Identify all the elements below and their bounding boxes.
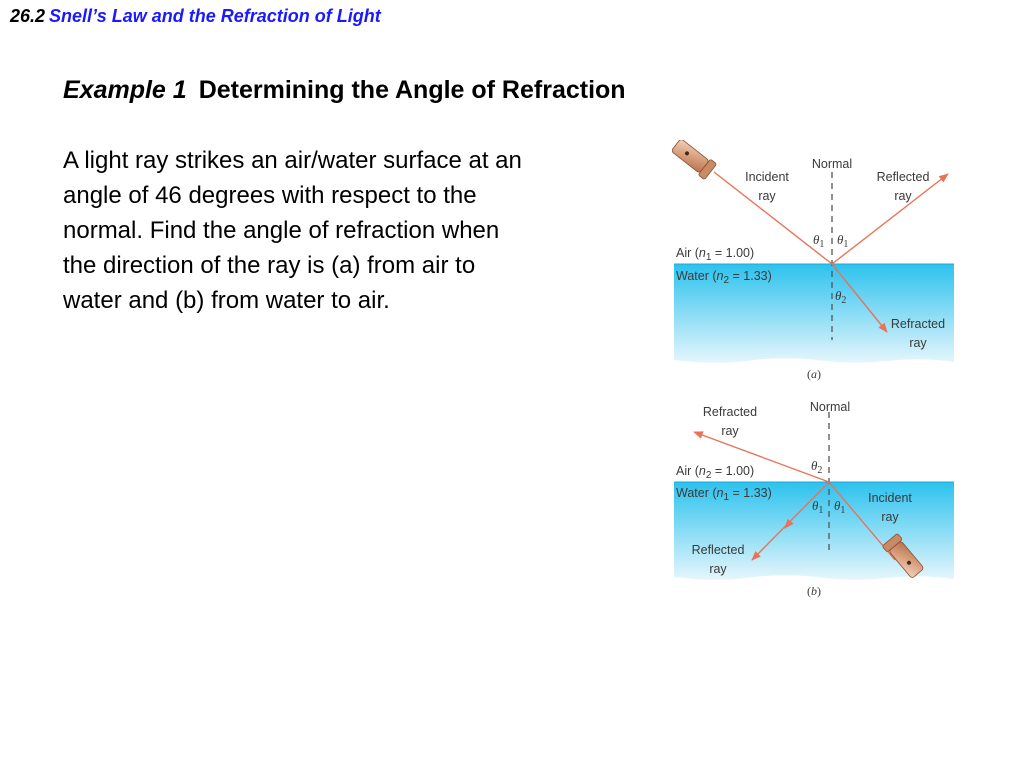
- incident-label-a: ray: [758, 189, 776, 203]
- theta-1-left-b: θ1: [812, 498, 823, 516]
- theta-2-b: θ2: [811, 458, 822, 476]
- theta-2-a: θ2: [835, 288, 846, 306]
- incident-ray-a: [713, 171, 833, 265]
- flashlight-icon: [671, 139, 717, 180]
- water-label-a: Water (n2 = 1.33): [676, 269, 772, 286]
- reflected-label-a: ray: [894, 189, 912, 203]
- theta-1-right-b: θ1: [834, 498, 845, 516]
- reflected-ray-a: [831, 173, 949, 265]
- water-region-a: [674, 264, 954, 363]
- caption-b: (b): [807, 584, 821, 598]
- incident-label-a: Incident: [745, 170, 789, 184]
- problem-line: water and (b) from water to air.: [63, 287, 390, 314]
- example-heading: Example 1 Determining the Angle of Refrac…: [63, 76, 626, 105]
- flashlight-icon: [882, 533, 924, 578]
- reflected-label-a: Reflected: [877, 170, 930, 184]
- refracted-label-a: ray: [909, 336, 927, 350]
- refraction-figure: Normal Incident ray Reflected ray Air (n…: [671, 139, 962, 610]
- figure-b: Normal Refracted ray Air (n2 = 1.00) Wat…: [674, 400, 954, 598]
- section-title: Snell’s Law and the Refraction of Light: [49, 6, 381, 26]
- refraction-diagram: Normal Incident ray Reflected ray Air (n…: [671, 139, 954, 598]
- refracted-ray-a: [831, 263, 888, 333]
- reflected-label-b: Reflected: [692, 543, 745, 557]
- problem-line: A light ray strikes an air/water surface…: [63, 147, 522, 174]
- theta-1-right-a: θ1: [837, 232, 848, 250]
- example-title: Determining the Angle of Refraction: [198, 76, 626, 104]
- normal-label-b: Normal: [810, 400, 850, 414]
- problem-line: the direction of the ray is (a) from air…: [63, 252, 476, 279]
- problem-line: normal. Find the angle of refraction whe…: [63, 217, 500, 244]
- example-label: Example 1: [63, 76, 187, 104]
- theta-1-left-a: θ1: [813, 232, 824, 250]
- incident-label-b: Incident: [868, 491, 912, 505]
- section-number: 26.2: [10, 6, 46, 26]
- problem-text: A light ray strikes an air/water surface…: [63, 143, 623, 318]
- water-label-b: Water (n1 = 1.33): [676, 486, 772, 503]
- incident-label-b: ray: [881, 510, 899, 524]
- reflected-label-b: ray: [709, 562, 727, 576]
- air-label-b: Air (n2 = 1.00): [676, 464, 754, 481]
- caption-a: (a): [807, 367, 821, 381]
- refracted-label-b: ray: [721, 424, 739, 438]
- refracted-ray-b: [693, 431, 830, 483]
- reflected-ray-arrow-b: [784, 518, 794, 529]
- problem-line: angle of 46 degrees with respect to the: [63, 182, 477, 209]
- air-label-a: Air (n1 = 1.00): [676, 246, 754, 263]
- refracted-label-a: Refracted: [891, 317, 945, 331]
- refracted-label-b: Refracted: [703, 405, 757, 419]
- figure-a: Normal Incident ray Reflected ray Air (n…: [671, 139, 954, 381]
- normal-label-a: Normal: [812, 157, 852, 171]
- water-region-b: [674, 482, 954, 580]
